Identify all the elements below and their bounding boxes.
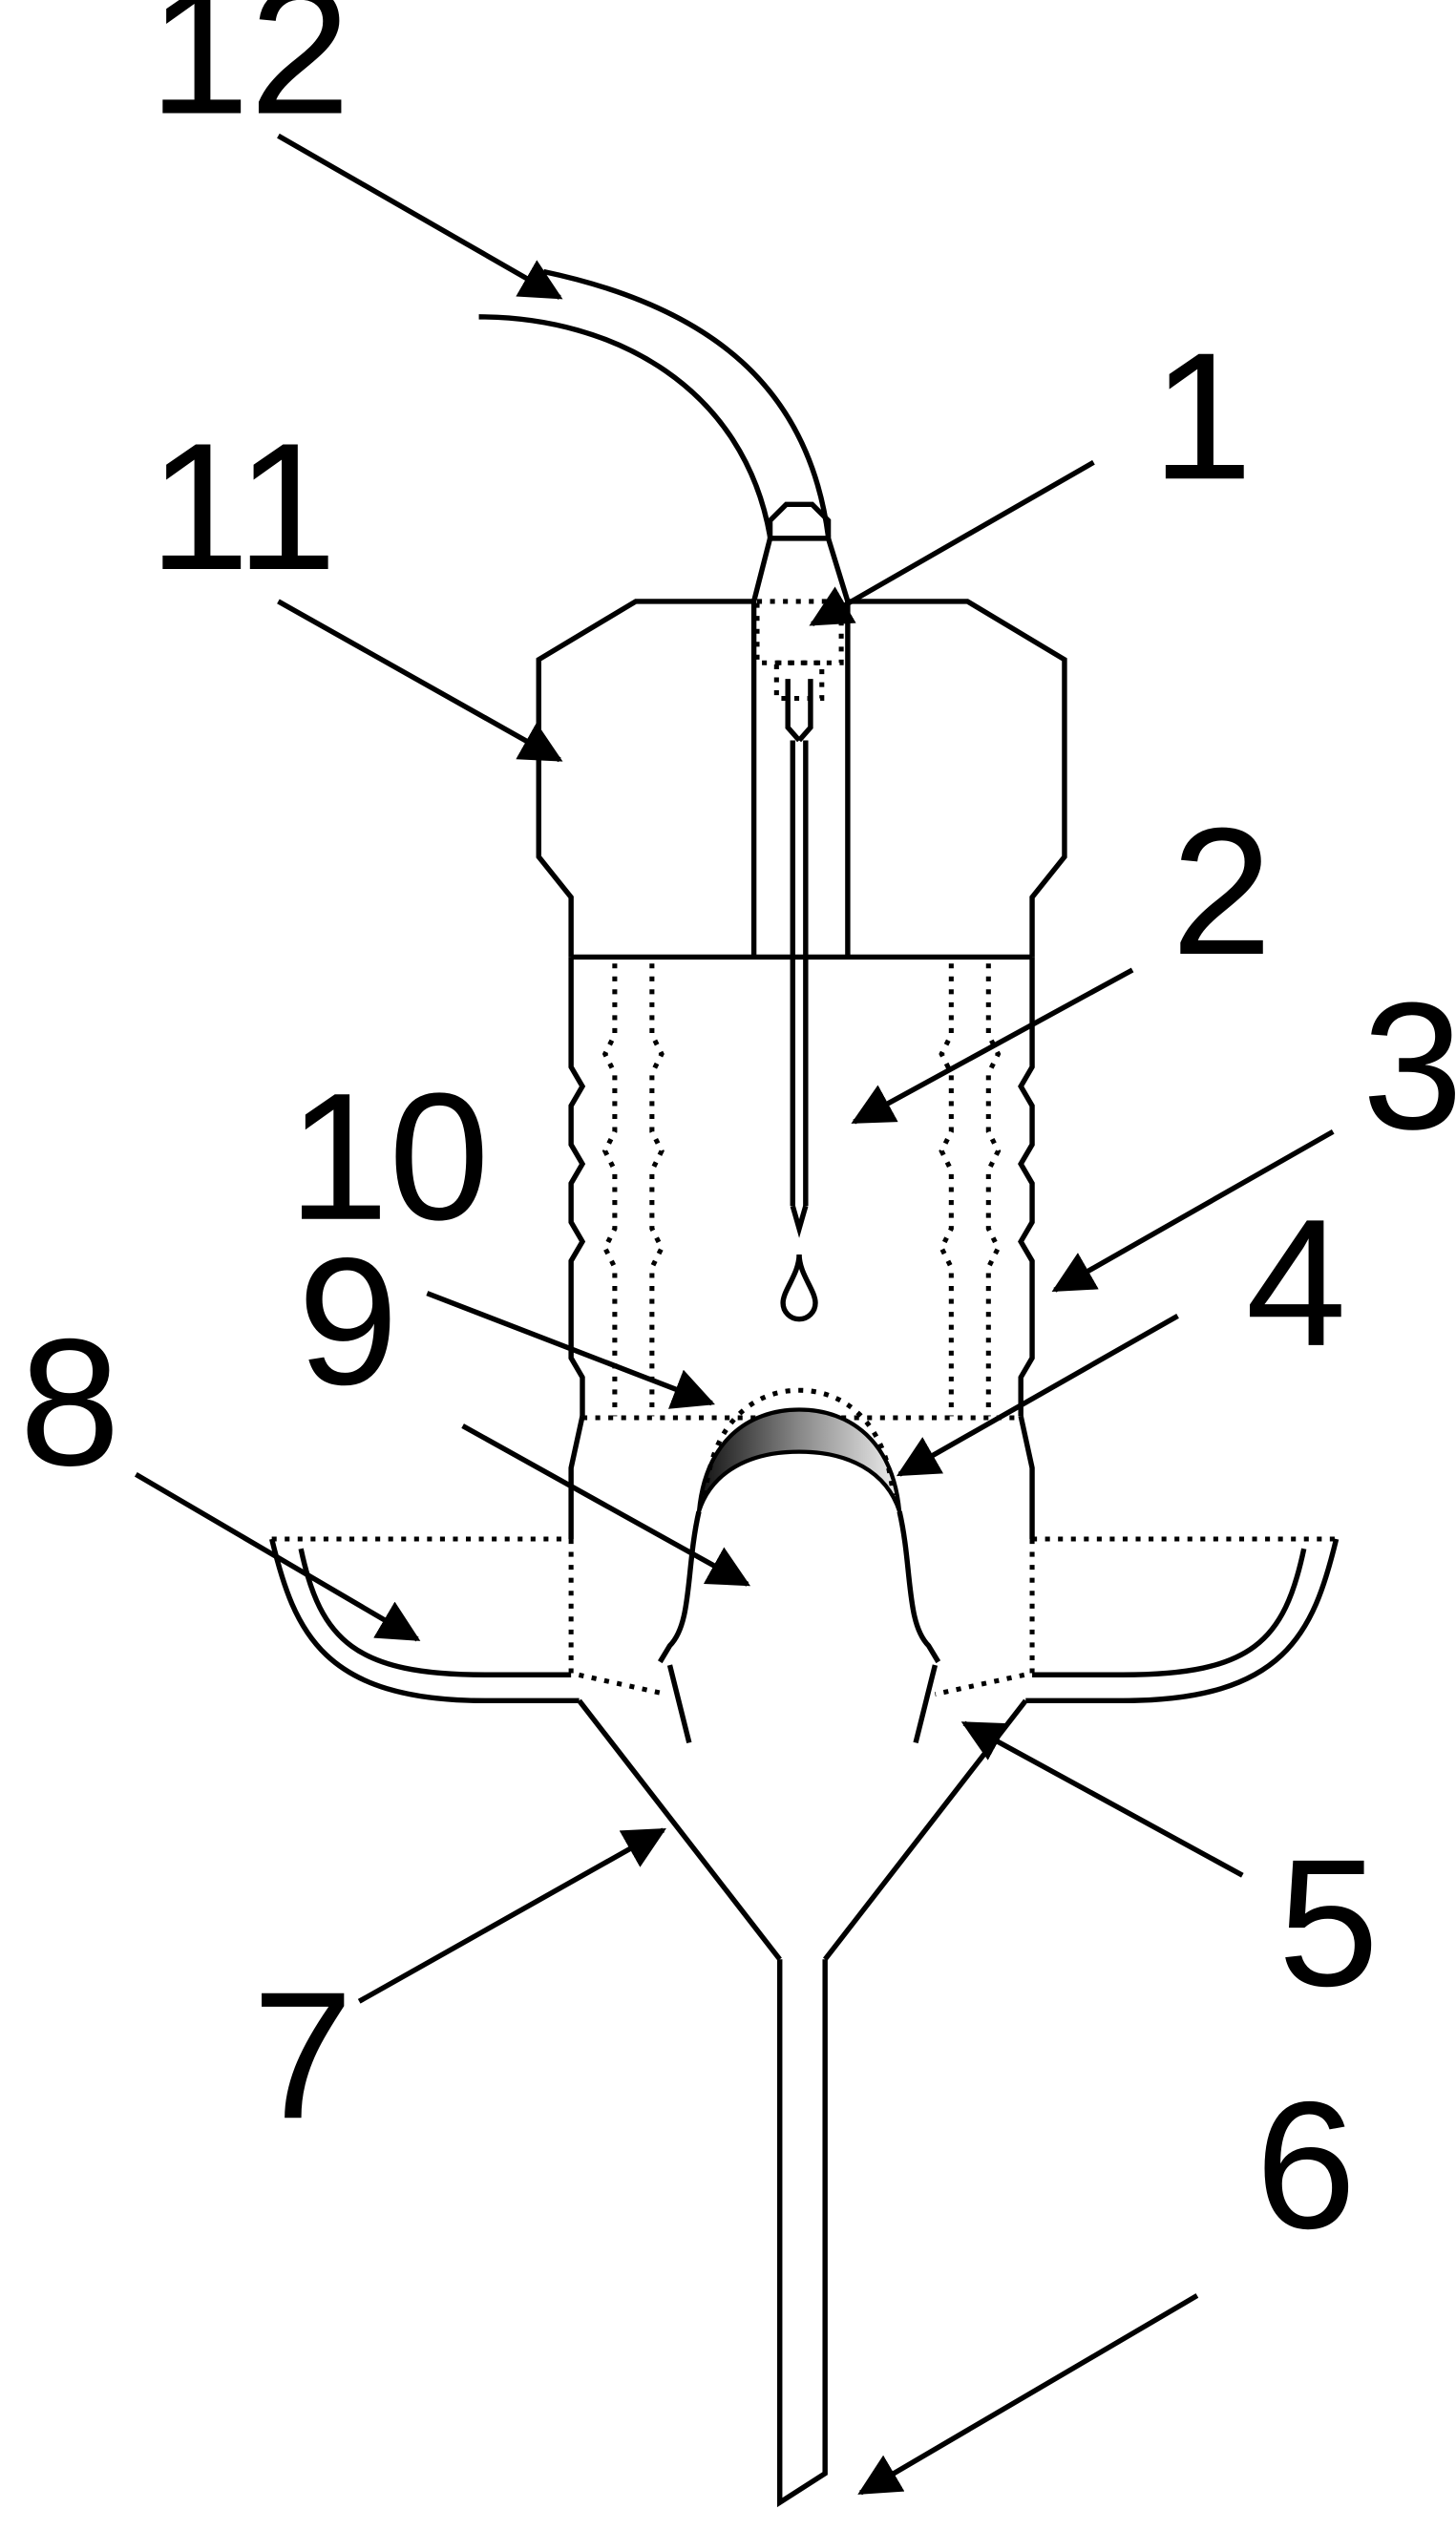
drop — [780, 1254, 818, 1322]
lower-body — [568, 1415, 1035, 1697]
label-2: 2 — [1171, 791, 1273, 993]
label-1: 1 — [1151, 315, 1253, 517]
leader-1 — [809, 459, 1095, 626]
label-12: 12 — [149, 0, 350, 153]
label-6: 6 — [1256, 2064, 1357, 2266]
label-9: 9 — [298, 1221, 399, 1423]
drip-chamber — [568, 957, 1035, 1421]
funnel-ribs — [666, 1664, 939, 1744]
label-10: 10 — [288, 1056, 490, 1258]
label-5: 5 — [1278, 1822, 1380, 2024]
label-7: 7 — [252, 1954, 353, 2157]
funnel-bowl — [269, 1536, 1340, 1704]
leader-11 — [277, 599, 563, 763]
leader-2 — [851, 967, 1134, 1125]
leader-9 — [461, 1423, 751, 1587]
label-8: 8 — [19, 1301, 120, 1504]
leader-7 — [357, 1827, 666, 2004]
tube — [478, 268, 832, 538]
spike — [777, 1959, 828, 2508]
leader-5 — [960, 1720, 1244, 1878]
label-3: 3 — [1362, 965, 1456, 1168]
label-4: 4 — [1246, 1182, 1347, 1384]
label-11: 11 — [149, 406, 337, 608]
leader-3 — [1051, 1128, 1335, 1293]
funnel-cone — [577, 1698, 1028, 1961]
top-cap — [536, 599, 1067, 960]
valve-core — [658, 1510, 941, 1664]
leader-12 — [277, 133, 563, 300]
leader-lines — [134, 133, 1335, 2496]
leader-10 — [426, 1291, 715, 1409]
leader-8 — [134, 1471, 421, 1642]
connector — [750, 501, 851, 743]
valve-cap — [696, 1387, 902, 1512]
leader-6 — [857, 2293, 1199, 2496]
drip-needle — [790, 740, 809, 1238]
reference-labels: 12 1 11 2 3 10 4 9 8 5 7 6 — [19, 0, 1456, 2266]
leader-4 — [896, 1313, 1179, 1477]
